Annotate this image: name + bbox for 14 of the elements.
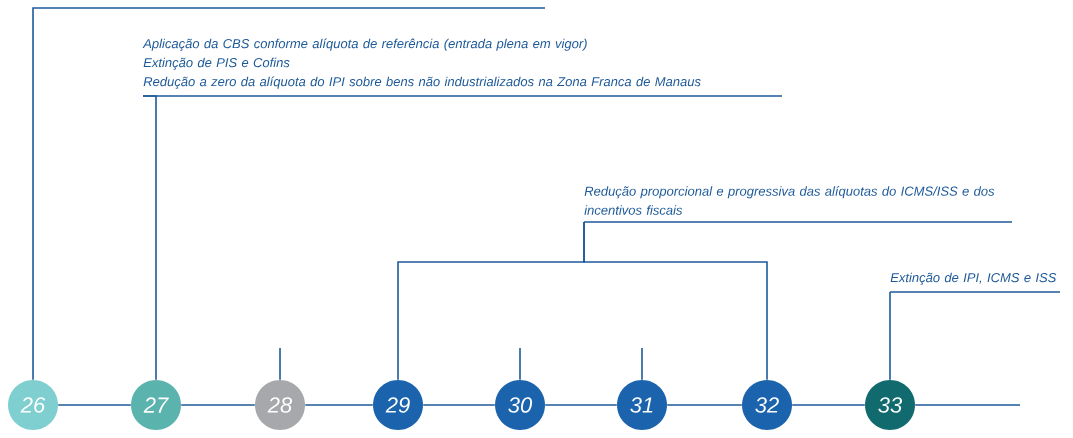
- event-text: Aplicação da CBS conforme alíquota de referência (entrada plena em vigor) Extinção de PIS e Cofins Redução a zero da alíquota do IPI sobre bens não industrializados na Zona Franca de Manaus: [142, 38, 701, 89]
- timeline-line: [422, 404, 496, 406]
- event-text: Extinção de IPI, ICMS e ISS: [890, 272, 1057, 285]
- timeline-line: [666, 404, 743, 406]
- event-text: Redução proporcional e progressiva das alíquotas do ICMS/ISS e dos incentivos fiscais: [584, 186, 995, 215]
- leader-line: [583, 221, 768, 381]
- timeline-line: [57, 404, 132, 406]
- timeline-line: [791, 404, 866, 406]
- timeline-line: [180, 404, 256, 406]
- timeline-line: [304, 404, 374, 406]
- timeline-line: [544, 404, 618, 406]
- leader-line: [32, 7, 546, 381]
- leader-line: [889, 291, 891, 381]
- timeline-line: [914, 404, 1021, 406]
